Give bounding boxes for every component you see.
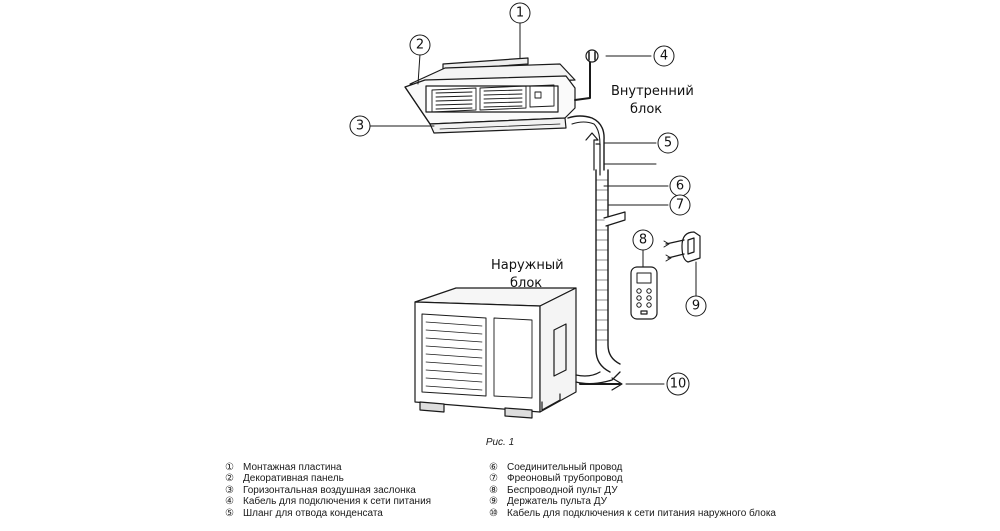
callout-circle-9 xyxy=(685,295,707,317)
legend-label: Кабель для подключения к сети питания xyxy=(243,496,432,508)
legend-label: Горизонтальная воздушная заслонка xyxy=(243,484,416,496)
leader-lines xyxy=(368,20,697,385)
legend-label: Шланг для отвода конденсата xyxy=(243,507,383,519)
callout-number-1: 1 xyxy=(516,6,524,21)
legend-item: ⑦ Фреоновый трубопровод xyxy=(489,473,776,484)
remote-holder xyxy=(663,231,701,263)
legend-marker: ③ xyxy=(225,484,234,496)
callout-circles xyxy=(349,2,707,396)
legend-item: ⑨ Держатель пульта ДУ xyxy=(489,496,776,507)
callout-number-9: 9 xyxy=(692,299,700,314)
legend-label: Соединительный провод xyxy=(507,462,623,473)
legend-label: Беспроводной пульт ДУ xyxy=(507,484,618,496)
legend-item: ① Монтажная пластина xyxy=(225,462,431,473)
indoor-unit xyxy=(404,75,576,134)
callout-circle-7 xyxy=(669,194,691,216)
outdoor-unit-label-line1: Наружный xyxy=(491,258,564,273)
legend-marker: ⑨ xyxy=(489,496,498,508)
callout-circle-1 xyxy=(509,2,531,24)
outdoor-unit-label-line2: блок xyxy=(510,276,542,291)
legend-item: ② Декоративная панель xyxy=(225,473,431,484)
legend-marker: ① xyxy=(225,462,234,473)
callout-circle-5 xyxy=(657,132,679,154)
indoor-unit-label-line2: блок xyxy=(630,102,662,117)
legend-marker: ⑩ xyxy=(489,507,498,519)
legend-label: Держатель пульта ДУ xyxy=(507,496,607,508)
callout-number-10: 10 xyxy=(670,377,687,392)
legend-marker: ⑧ xyxy=(489,484,498,496)
callout-number-3: 3 xyxy=(356,119,364,134)
legend-item: ⑧ Беспроводной пульт ДУ xyxy=(489,485,776,496)
indoor-unit-label-line1: Внутренний xyxy=(611,84,694,99)
legend-item: ⑩ Кабель для подключения к сети питания н… xyxy=(489,508,776,519)
legend-label: Фреоновый трубопровод xyxy=(507,473,623,485)
callout-number-8: 8 xyxy=(639,233,647,248)
outdoor-power-cable xyxy=(579,377,623,391)
legend-label: Декоративная панель xyxy=(243,473,344,485)
legend-marker: ⑥ xyxy=(489,462,498,473)
legend-right-column: ⑥ Соединительный провод ⑦ Фреоновый трубоп… xyxy=(489,462,776,519)
legend-item: ⑤ Шланг для отвода конденсата xyxy=(225,508,431,519)
legend-left-column: ① Монтажная пластина ② Декоративная панель… xyxy=(225,462,431,519)
callout-number-6: 6 xyxy=(676,179,684,194)
legend-label: Кабель для подключения к сети питания на… xyxy=(507,507,776,519)
pipe-bundle xyxy=(567,115,626,373)
figure-caption: Рис. 1 xyxy=(485,437,515,448)
legend-item: ⑥ Соединительный провод xyxy=(489,462,776,473)
callout-number-2: 2 xyxy=(416,38,424,53)
callout-number-5: 5 xyxy=(664,136,672,151)
callout-circle-10 xyxy=(666,372,690,396)
indoor-power-cable xyxy=(574,49,599,101)
callout-circle-8 xyxy=(632,229,654,251)
legend-marker: ④ xyxy=(225,496,234,508)
callout-circle-4 xyxy=(653,45,675,67)
outdoor-unit xyxy=(414,287,621,419)
legend-marker: ⑤ xyxy=(225,507,234,519)
legend-marker: ② xyxy=(225,473,234,485)
callout-circle-2 xyxy=(409,34,431,56)
legend-item: ③ Горизонтальная воздушная заслонка xyxy=(225,485,431,496)
legend-marker: ⑦ xyxy=(489,473,498,485)
callout-number-7: 7 xyxy=(676,198,684,213)
callout-circle-3 xyxy=(349,115,371,137)
legend-item: ④ Кабель для подключения к сети питания xyxy=(225,496,431,507)
legend-label: Монтажная пластина xyxy=(243,462,342,473)
remote-control xyxy=(630,266,658,320)
callout-number-4: 4 xyxy=(660,49,668,64)
